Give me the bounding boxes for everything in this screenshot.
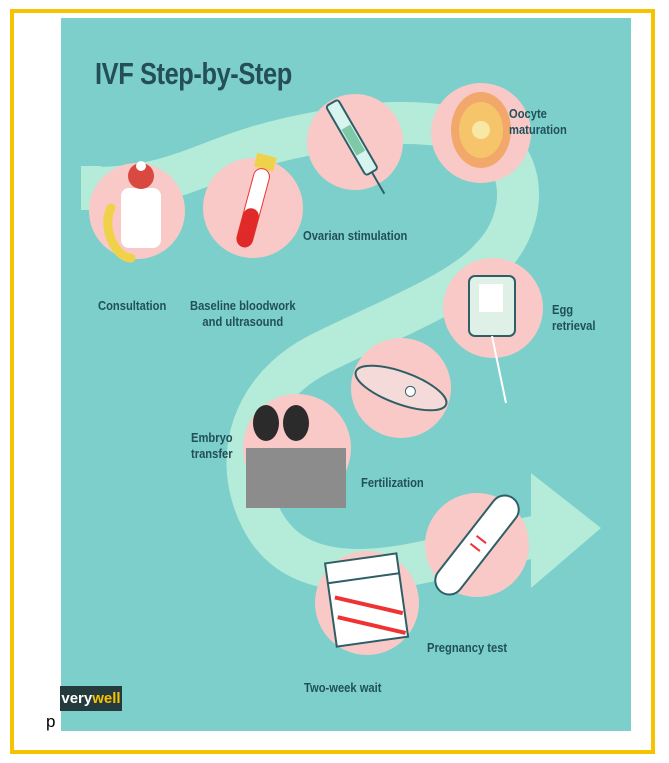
label-oocyte: Oocyte maturation	[509, 106, 567, 138]
calendar-icon	[325, 553, 408, 646]
logo-part1: very	[61, 690, 92, 707]
label-two-week: Two-week wait	[304, 680, 381, 696]
stray-text: p	[46, 712, 55, 732]
verywell-logo: verywell	[60, 686, 122, 711]
label-stimulation: Ovarian stimulation	[303, 228, 407, 244]
infographic-title: IVF Step-by-Step	[95, 56, 292, 92]
label-pregnancy: Pregnancy test	[427, 640, 507, 656]
ivf-infographic: IVF Step-by-Step Consultation Baseline b…	[61, 18, 631, 731]
oocyte-icon	[451, 92, 511, 168]
logo-part2: well	[92, 690, 120, 707]
label-fertilization: Fertilization	[361, 475, 424, 491]
label-egg-retrieval: Egg retrieval	[552, 302, 596, 334]
label-embryo: Embryo transfer	[191, 430, 233, 462]
arrow-head	[531, 473, 601, 588]
label-bloodwork: Baseline bloodwork and ultrasound	[190, 298, 296, 330]
label-consultation: Consultation	[98, 298, 166, 314]
